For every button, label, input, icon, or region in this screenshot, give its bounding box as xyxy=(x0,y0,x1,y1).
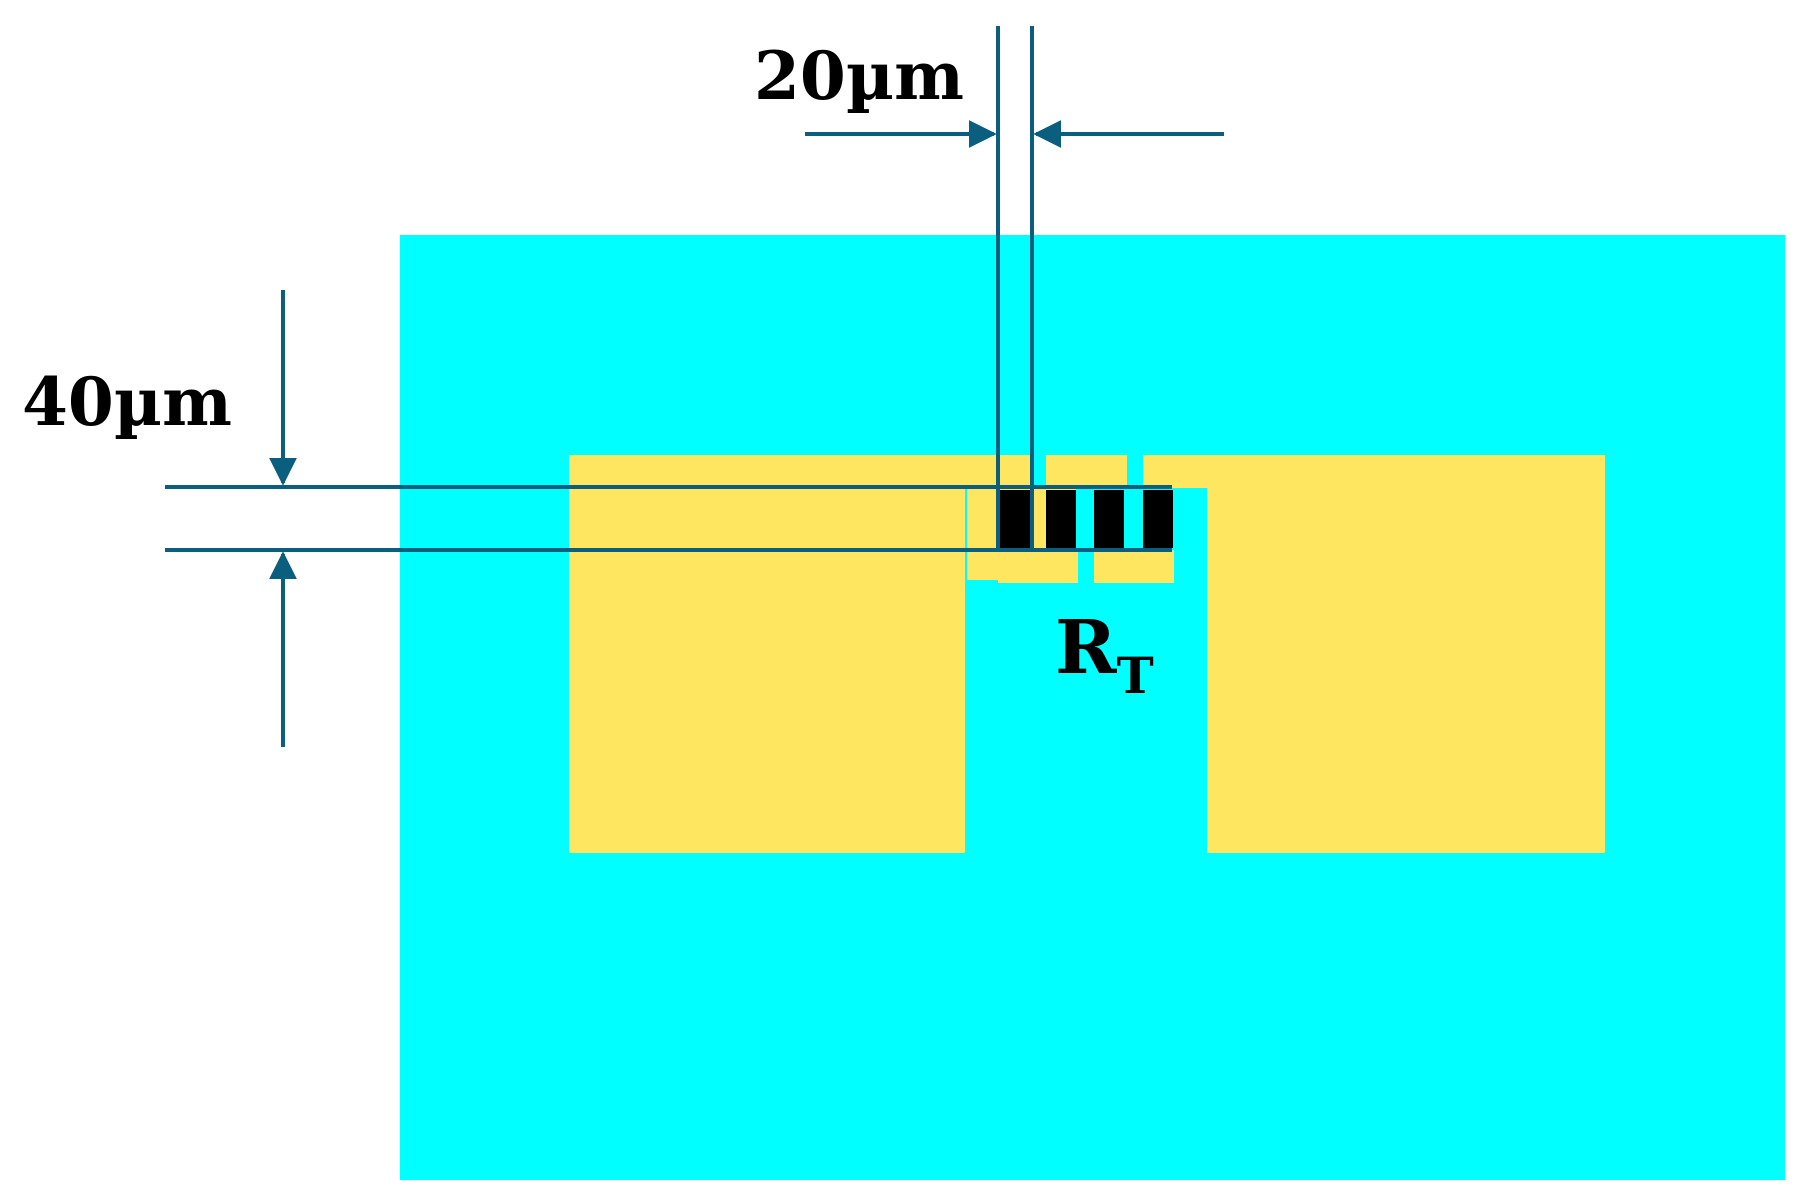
width-dimension-label: 20µm xyxy=(754,37,964,115)
resistor-bar-3 xyxy=(1094,490,1124,548)
finger-bottom-1 xyxy=(998,550,1078,583)
finger-top-2 xyxy=(1046,455,1127,488)
resistor-bar-2 xyxy=(1046,490,1076,548)
resistor-label: RT xyxy=(1055,605,1154,705)
finger-top-4 xyxy=(1143,455,1605,488)
resistor-label-main: R xyxy=(1055,605,1117,691)
resistor-label-subscript: T xyxy=(1117,646,1154,705)
finger-bottom-2 xyxy=(1094,550,1174,583)
resistor-bar-1 xyxy=(1000,490,1030,548)
left-main-electrode xyxy=(569,455,965,853)
resistor-bar-4 xyxy=(1143,490,1173,548)
right-main-electrode xyxy=(1207,455,1605,853)
length-dimension-label: 40µm xyxy=(22,363,232,441)
